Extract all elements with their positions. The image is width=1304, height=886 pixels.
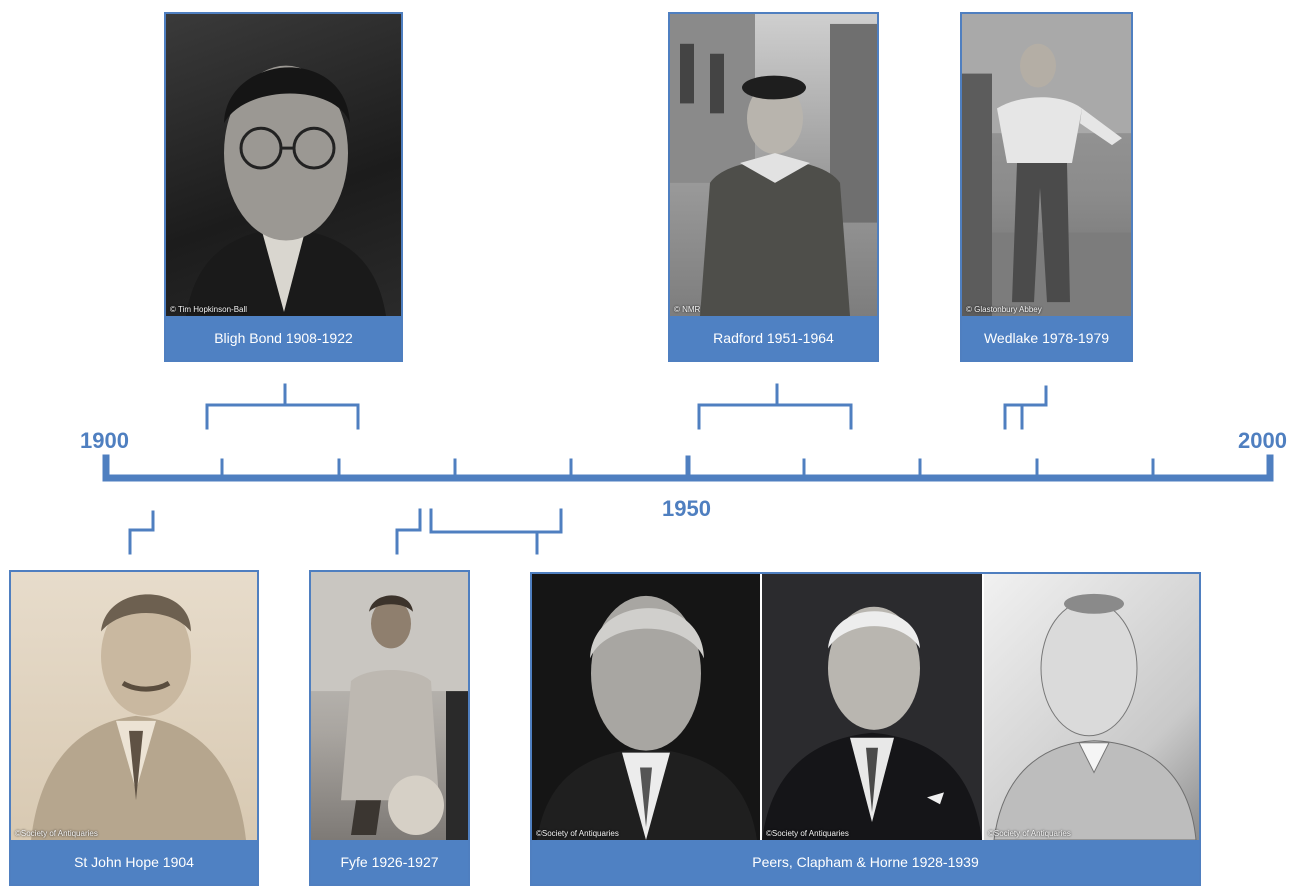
card-fyfe: Fyfe 1926-1927 — [309, 570, 470, 886]
caption-bligh-bond: Bligh Bond 1908-1922 — [166, 316, 401, 360]
credit-wedlake: © Glastonbury Abbey — [966, 305, 1042, 314]
card-peers-clapham-horne: ©Society of Antiquaries ©Society of Anti… — [530, 572, 1201, 886]
credit-st-john-hope: ©Society of Antiquaries — [15, 829, 98, 838]
credit-peers: ©Society of Antiquaries — [536, 829, 619, 838]
connector-st-john-hope — [128, 510, 155, 555]
connector-bligh-bond — [205, 383, 360, 430]
connector-wedlake — [1003, 385, 1048, 430]
portrait-fyfe — [311, 572, 468, 840]
caption-fyfe: Fyfe 1926-1927 — [311, 840, 468, 884]
portrait-bligh-bond: © Tim Hopkinson-Ball — [166, 14, 401, 316]
portrait-wedlake: © Glastonbury Abbey — [962, 14, 1131, 316]
portrait-horne: ©Society of Antiquaries — [984, 574, 1199, 840]
card-wedlake: © Glastonbury Abbey Wedlake 1978-1979 — [960, 12, 1133, 362]
credit-radford: © NMR — [674, 305, 701, 314]
card-radford: © NMR Radford 1951-1964 — [668, 12, 879, 362]
card-bligh-bond: © Tim Hopkinson-Ball Bligh Bond 1908-192… — [164, 12, 403, 362]
year-label-mid: 1950 — [662, 496, 711, 521]
credit-bligh-bond: © Tim Hopkinson-Ball — [170, 305, 248, 314]
connector-fyfe — [395, 508, 422, 555]
portrait-radford: © NMR — [670, 14, 877, 316]
caption-radford: Radford 1951-1964 — [670, 316, 877, 360]
connector-radford — [697, 383, 853, 430]
year-label-end: 2000 — [1238, 428, 1287, 453]
portrait-clapham: ©Society of Antiquaries — [762, 574, 982, 840]
caption-st-john-hope: St John Hope 1904 — [11, 840, 257, 884]
credit-clapham: ©Society of Antiquaries — [766, 829, 849, 838]
decade-ticks — [220, 455, 1155, 479]
connector-peers-clapham-horne — [429, 508, 563, 555]
portrait-peers: ©Society of Antiquaries — [532, 574, 760, 840]
card-st-john-hope: ©Society of Antiquaries St John Hope 190… — [9, 570, 259, 886]
year-label-start: 1900 — [80, 428, 129, 453]
credit-horne: ©Society of Antiquaries — [988, 829, 1071, 838]
caption-peers-clapham-horne: Peers, Clapham & Horne 1928-1939 — [532, 840, 1199, 884]
portrait-st-john-hope: ©Society of Antiquaries — [11, 572, 257, 840]
caption-wedlake: Wedlake 1978-1979 — [962, 316, 1131, 360]
